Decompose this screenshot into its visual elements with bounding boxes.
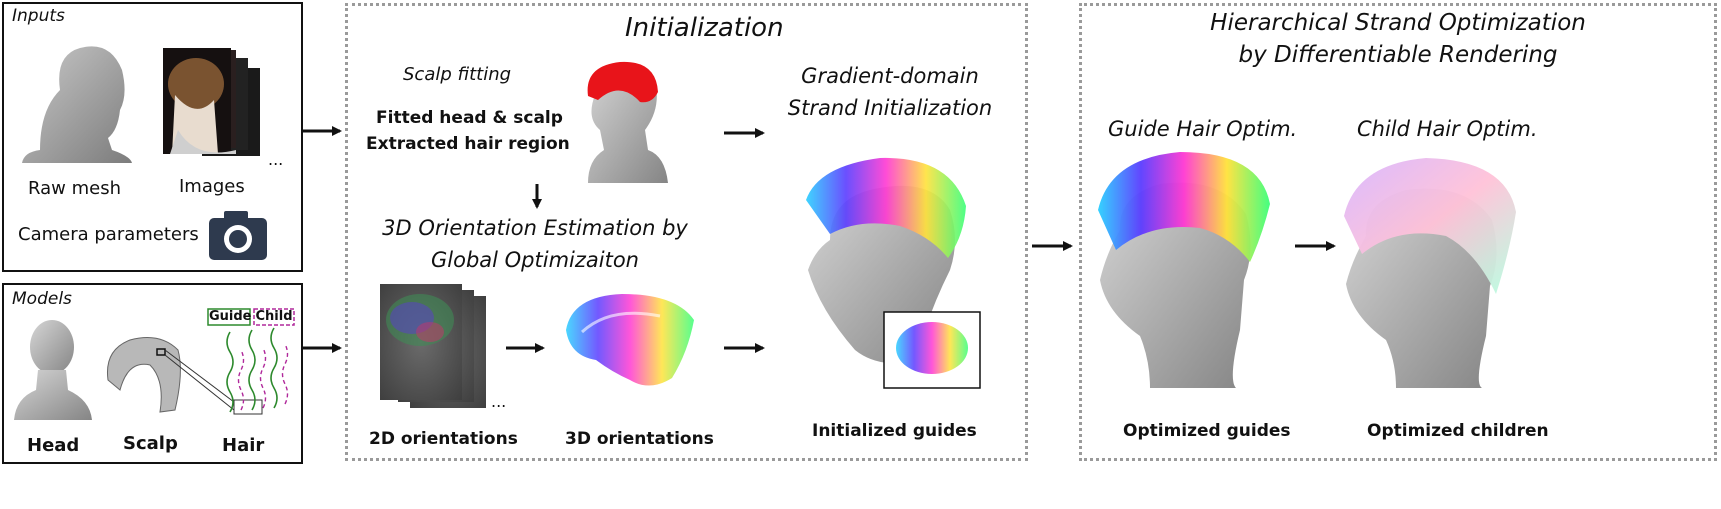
head-label: Head (27, 435, 80, 456)
guide-hair-optim-label: Guide Hair Optim. (1108, 117, 1298, 141)
initialization-panel (345, 3, 1028, 461)
orientation-estimation-title-2: Global Optimizaiton (430, 248, 639, 272)
image-stack (163, 48, 260, 156)
guide-tag: Guide (209, 309, 252, 324)
hair-label: Hair (222, 435, 265, 456)
inputs-title: Inputs (12, 6, 65, 26)
scalp-fitting-label: Scalp fitting (403, 64, 512, 85)
orientation-2d-label: 2D orientations (369, 429, 518, 449)
scalp-model-image (106, 337, 181, 413)
optimized-children-image (1344, 158, 1516, 388)
models-title: Models (12, 289, 72, 309)
optimized-guides-image (1098, 152, 1270, 388)
optimized-guides-label: Optimized guides (1123, 421, 1291, 441)
initialized-guides-label: Initialized guides (812, 421, 977, 441)
camera-parameters-label: Camera parameters (18, 224, 199, 245)
extracted-hair-region-text: Extracted hair region (366, 134, 570, 154)
raw-mesh-image (22, 46, 132, 163)
orientation-3d-label: 3D orientations (565, 429, 714, 449)
orientation-3d-cloud (566, 294, 694, 386)
images-ellipsis: ... (268, 150, 284, 169)
images-label: Images (179, 176, 245, 197)
optimization-title-2: by Differentiable Rendering (1238, 42, 1558, 68)
initialized-guides-image (806, 157, 981, 389)
orientation-2d-ellipsis: ... (491, 392, 507, 411)
models-panel (2, 283, 303, 464)
child-hair-optim-label: Child Hair Optim. (1357, 117, 1538, 141)
orientation-estimation-title-1: 3D Orientation Estimation by (382, 216, 688, 240)
child-tag: Child (255, 309, 293, 324)
inputs-panel (2, 2, 303, 272)
scalp-label: Scalp (123, 433, 178, 454)
optimized-children-label: Optimized children (1367, 421, 1549, 441)
fitted-head-image (587, 61, 668, 183)
hair-model-diagram (164, 308, 295, 415)
fitted-head-scalp-text: Fitted head & scalp (376, 108, 563, 128)
orientation-2d-stack (380, 284, 486, 408)
camera-icon (209, 211, 267, 260)
gradient-domain-title-2: Strand Initialization (787, 96, 993, 120)
optimization-title-1: Hierarchical Strand Optimization (1210, 10, 1586, 36)
gradient-domain-title-1: Gradient-domain (801, 64, 979, 88)
head-model-image (14, 320, 92, 420)
optimization-panel (1079, 3, 1717, 461)
raw-mesh-label: Raw mesh (28, 178, 121, 199)
initialization-title: Initialization (625, 13, 784, 43)
